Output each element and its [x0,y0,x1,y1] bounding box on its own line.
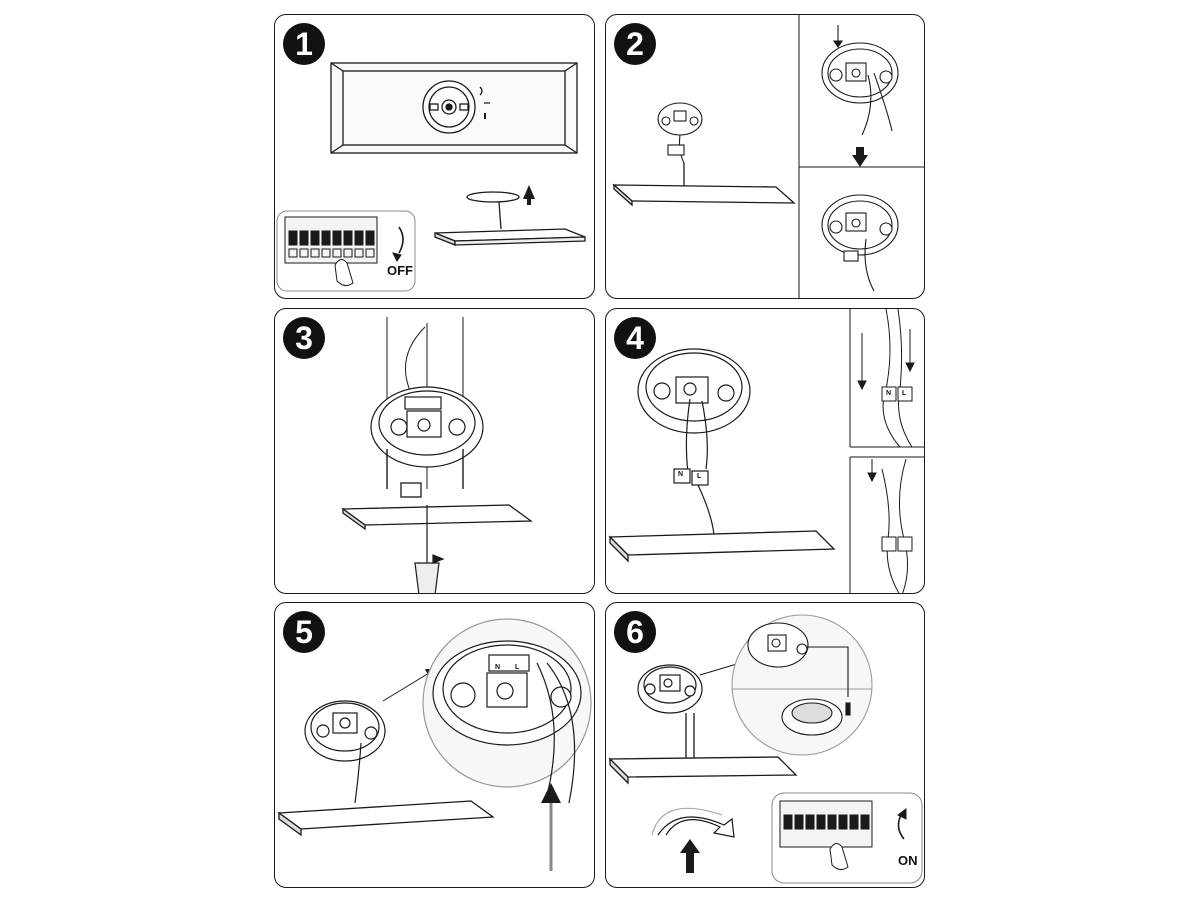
screwdriver [414,505,445,593]
step-3-illustration [341,317,533,593]
step-2-panel: 2 [605,14,925,299]
step-number-5: 5 [283,611,325,653]
led-panel [434,185,586,246]
led-panel [277,800,495,837]
zoom-detail-circle [731,614,873,756]
step-5-illustration [277,618,592,871]
connector-letter-n: N [678,471,684,478]
step-4-illustration [608,309,924,593]
mounting-base [304,700,386,804]
rotate-arrow-icon [651,807,735,838]
zoom-pointer [382,672,430,702]
arrow-up-icon [541,783,561,871]
mounting-base [637,348,751,536]
led-panel [612,163,796,207]
mounting-base [637,664,703,714]
step-number-2: 2 [614,23,656,65]
on-label: ON [898,853,918,868]
connector-letter-l: L [697,473,702,480]
step-number-1: 1 [283,23,325,65]
detail-letter-l: L [902,390,907,397]
step-1-illustration [276,62,586,292]
arrow-up-icon [680,839,700,873]
led-panel [608,713,798,785]
inset-disconnect-top [821,25,899,136]
screws [386,449,464,489]
connector-letter-n: N [495,664,501,671]
inset-disconnect-bottom [821,194,899,292]
junction-box-small [657,102,703,164]
step-6-illustration [608,614,923,884]
inset-wire-connect [857,309,915,593]
fuse-box-off [276,210,416,292]
step-1-panel: 1 OFF [274,14,595,299]
mounting-base [370,386,484,468]
led-panel [608,530,836,563]
off-label: OFF [387,263,413,278]
step-number-6: 6 [614,611,656,653]
step-number-3: 3 [283,317,325,359]
ceiling-junction-box [422,80,490,134]
step-number-4: 4 [614,317,656,359]
zoom-detail-circle [422,618,592,804]
step-6-panel: 6 ON [605,602,925,888]
step-2-illustration [612,15,924,298]
step-3-panel: 3 [274,308,595,594]
step-4-panel: 4 N L N L [605,308,925,594]
arrow-down-icon [852,147,868,167]
step-5-panel: 5 N L [274,602,595,888]
connector-letter-l: L [515,664,520,671]
fuse-box-on [771,792,923,884]
detail-letter-n: N [886,390,892,397]
led-panel [341,482,533,531]
